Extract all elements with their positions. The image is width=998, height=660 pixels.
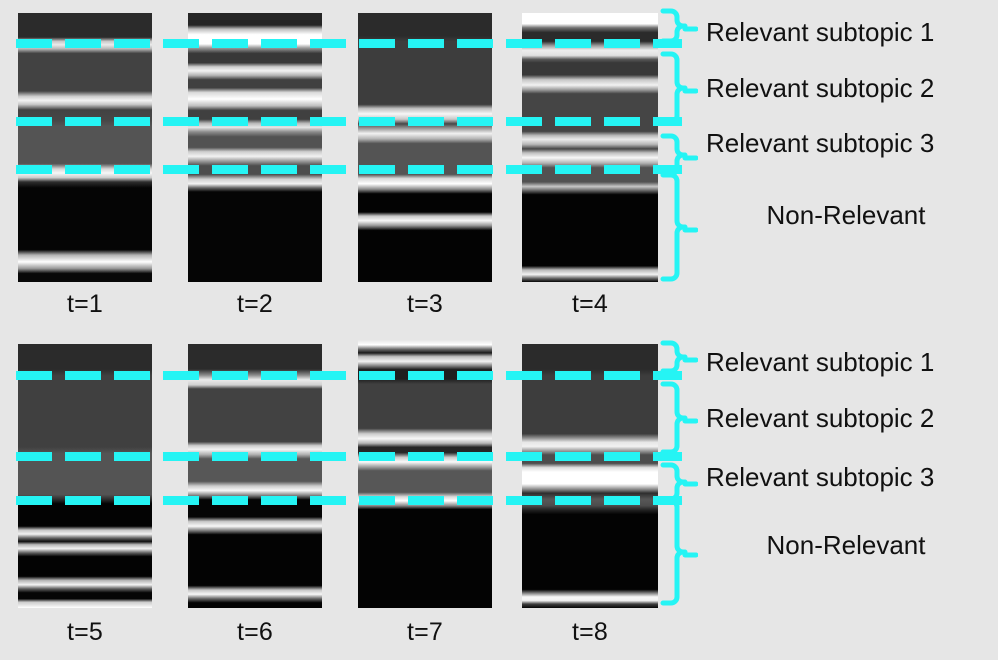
heatstrip-panel [188,344,322,608]
legend-brace-group-row2 [660,340,700,612]
panel-bands [18,344,152,608]
brace-relevant-subtopic-2 [660,381,698,461]
legend-label-relevant-subtopic-2: Relevant subtopic 2 [706,73,935,103]
timestep-label-t8: t=8 [571,618,609,646]
panel-bands [358,340,492,608]
timestep-label-t5: t=5 [66,618,104,646]
timestep-label-t1: t=1 [66,290,104,318]
heatstrip-panel [18,13,152,282]
legend-label-non-relevant: Non-Relevant [766,530,926,560]
timestep-label-t7: t=7 [406,618,444,646]
brace-relevant-subtopic-1 [660,340,698,380]
heatstrip-panel [522,344,658,608]
brace-relevant-subtopic-2 [660,51,698,131]
timestep-label-t4: t=4 [571,290,609,318]
legend-label-relevant-subtopic-3: Relevant subtopic 3 [706,462,935,492]
brace-relevant-subtopic-1 [660,8,698,50]
legend-label-relevant-subtopic-1: Relevant subtopic 1 [706,17,935,47]
panel-bands [522,344,658,608]
legend-label-non-relevant: Non-Relevant [766,200,926,230]
timestep-label-t6: t=6 [236,618,274,646]
panel-bands [188,13,322,282]
panel-bands [188,344,322,608]
heatstrip-panel [188,13,322,282]
legend-label-relevant-subtopic-3: Relevant subtopic 3 [706,128,935,158]
heatstrip-panel [18,344,152,608]
timestep-label-t2: t=2 [236,290,274,318]
heatstrip-panel [522,13,658,282]
panel-bands [18,13,152,282]
brace-relevant-subtopic-3 [660,133,698,183]
heatstrip-panel [358,13,492,282]
panel-bands [358,13,492,282]
timestep-label-t3: t=3 [406,290,444,318]
heatstrip-panel [358,340,492,608]
brace-non-relevant [660,498,698,612]
legend-label-relevant-subtopic-1: Relevant subtopic 1 [706,347,935,377]
brace-non-relevant [660,172,698,288]
panel-bands [522,13,658,282]
brace-relevant-subtopic-3 [660,462,698,507]
legend-label-relevant-subtopic-2: Relevant subtopic 2 [706,403,935,433]
legend-brace-group-row1 [660,8,700,288]
